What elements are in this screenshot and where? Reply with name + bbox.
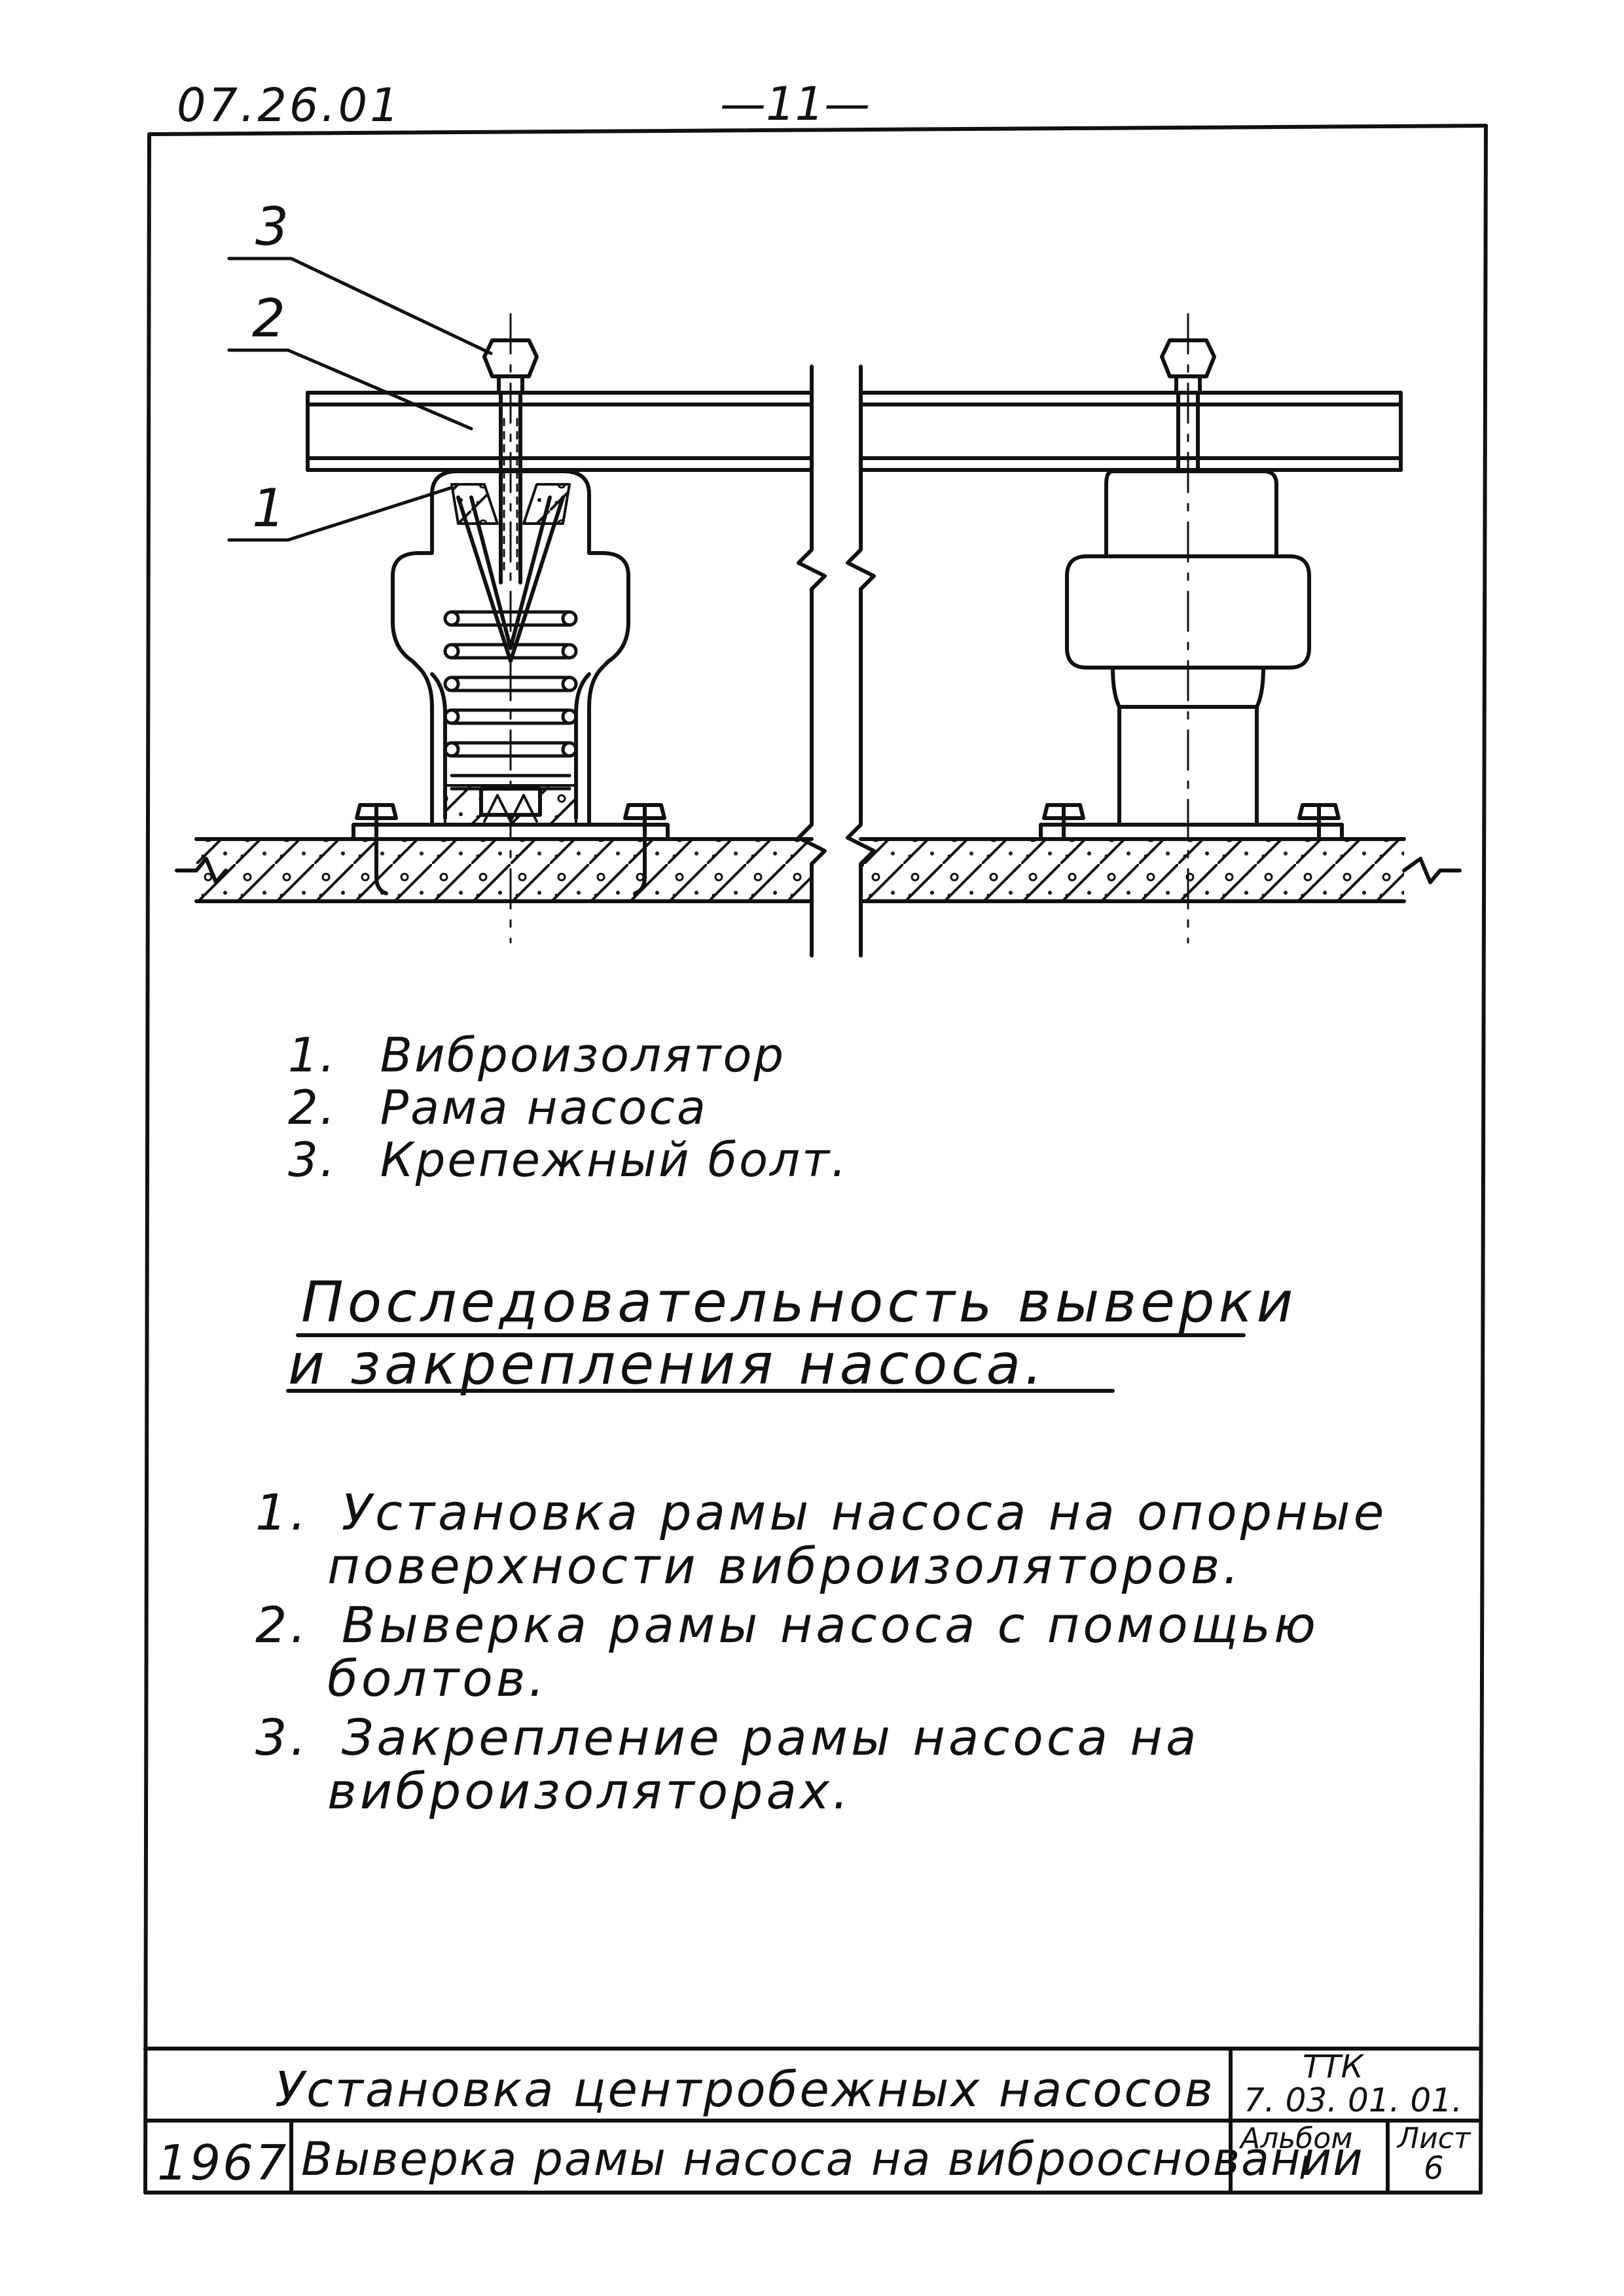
step-text: Закрепление рамы насоса на: [341, 1708, 1200, 1767]
step-text: Установка рамы насоса на опорные: [341, 1483, 1388, 1541]
title-block-grid: [143, 2047, 1483, 2195]
legend-text: Крепежный болт.: [380, 1132, 848, 1187]
title-block-title: Установка центробежных насосов: [275, 2062, 1215, 2118]
vibration-isolator-exterior: [1039, 313, 1344, 944]
steps-list: 1. Установка рамы насоса на опорные пове…: [255, 1486, 1387, 1818]
step-item: 1. Установка рамы насоса на опорные пове…: [255, 1486, 1387, 1593]
step-num: 2.: [255, 1596, 310, 1654]
title-block-doc-number: 7. 03. 01. 01.: [1244, 2081, 1462, 2119]
pump-frame-right: [859, 391, 1403, 472]
legend-item: 2. Рама насоса: [288, 1080, 848, 1135]
step-num: 1.: [255, 1483, 310, 1541]
title-block-sheet-label: Лист: [1398, 2122, 1471, 2155]
step-item: 3. Закрепление рамы насоса на виброизоля…: [255, 1711, 1387, 1818]
legend-text: Рама насоса: [380, 1080, 708, 1135]
step-num: 3.: [255, 1708, 310, 1767]
step-text-cont: виброизоляторах.: [327, 1762, 852, 1820]
document-code: 07.26.01: [177, 79, 402, 132]
callout-1: 1: [252, 478, 285, 539]
heading-underlines: [286, 1333, 1246, 1393]
legend-item: 3. Крепежный болт.: [288, 1132, 848, 1187]
legend-num: 3.: [288, 1132, 337, 1187]
legend-item: 1. Виброизолятор: [288, 1028, 848, 1083]
section-heading-line2: и закрепления насоса.: [288, 1332, 1047, 1397]
title-block-year: 1967: [157, 2135, 289, 2191]
sheet-border: [143, 124, 1488, 2195]
title-block-album-value: I: [1299, 2150, 1309, 2187]
section-heading-line1: Последовательность выверки: [301, 1270, 1297, 1335]
callout-2: 2: [252, 288, 285, 349]
title-block-album-label: Альбом: [1240, 2122, 1353, 2155]
legend-num: 2.: [288, 1080, 337, 1135]
concrete-foundation: [175, 837, 1462, 903]
callout-3: 3: [255, 196, 289, 257]
legend-text: Виброизолятор: [380, 1028, 786, 1083]
legend-num: 1.: [288, 1028, 337, 1083]
pump-frame-left: [306, 391, 814, 472]
page-number: —11—: [720, 77, 871, 131]
step-item: 2. Выверка рамы насоса с помощью болтов.: [255, 1598, 1387, 1706]
step-text-cont: поверхности виброизоляторов.: [327, 1537, 1242, 1595]
title-block-subtitle: Выверка рамы насоса на виброосновании: [301, 2132, 1364, 2186]
legend-list: 1. Виброизолятор 2. Рама насоса 3. Крепе…: [288, 1028, 848, 1187]
callout-leaders: [227, 257, 493, 542]
title-block-doc-type: ТТК: [1303, 2049, 1363, 2085]
title-block-sheet-value: 6: [1424, 2150, 1444, 2187]
step-text-cont: болтов.: [327, 1649, 548, 1708]
step-text: Выверка рамы насоса с помощью: [341, 1596, 1319, 1654]
